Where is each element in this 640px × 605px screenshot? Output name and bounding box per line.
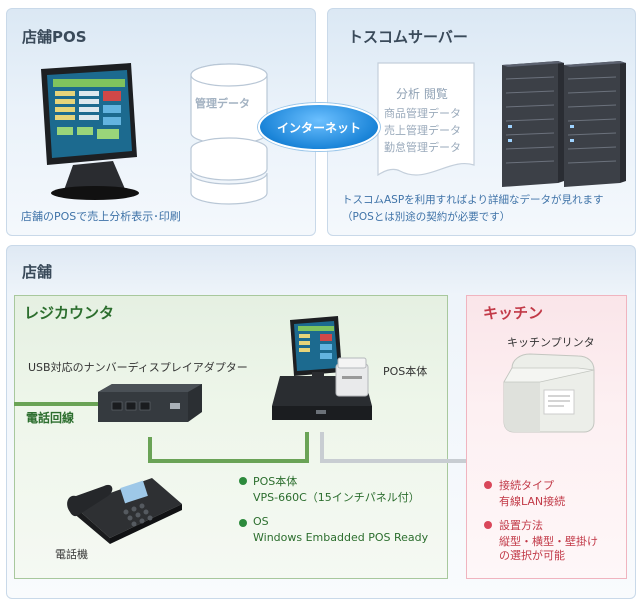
os-spec-bullet [239,519,247,527]
kitchen-box [466,295,627,579]
telephone-icon [67,478,182,544]
os-spec-heading: OS [253,515,269,528]
usb-adapter-label: USB対応のナンバーディスプレイアダプター [28,361,248,374]
install-spec-bullet [484,521,492,529]
server-rack-icon [502,61,626,187]
adapter-to-pos-line-v2 [305,432,309,463]
pos-main-label: POS本体 [383,365,428,378]
document-line-3: 勤怠管理データ [384,141,461,154]
os-spec-detail: Windows Embadded POS Ready [253,531,429,544]
register-counter-box [14,295,448,579]
pos-terminal-illustration [41,63,139,200]
server-caption-line-1: トスコムASPを利用すればより詳細なデータが見れます [342,194,604,206]
install-spec-detail-2: の選択が可能 [499,549,565,562]
pos-spec-bullet [239,477,247,485]
pos-to-printer-line-v1 [320,432,324,463]
install-spec-heading: 設置方法 [499,519,543,532]
document-icon [377,62,475,177]
adapter-to-pos-line-v1 [148,437,152,462]
document-heading: 分析 閲覧 [396,87,448,101]
store-pos-title: 店舗POS [22,28,87,46]
store-section-title: 店舗 [22,263,53,281]
database-icon [190,63,268,205]
pos-to-printer-line-h [320,459,550,463]
internet-bubble: インターネット [258,103,380,151]
receipt-printer-icon [335,357,369,397]
store-pos-caption: 店舗のPOSで売上分析表示･印刷 [21,210,181,223]
connection-spec-heading: 接続タイプ [499,479,554,492]
pos-spec-heading: POS本体 [253,475,298,488]
server-panel: トスコムサーバー 分析 閲覧 商品管理データ 売上管理データ 勤怠管理データ [327,8,636,236]
register-counter-title: レジカウンタ [24,304,115,322]
phone-line-connector [14,402,98,406]
pos-main-unit-icon [272,316,372,420]
server-title: トスコムサーバー [348,28,468,46]
connection-spec-detail: 有線LAN接続 [499,495,566,508]
kitchen-printer-icon [503,353,595,433]
document-line-2: 売上管理データ [384,124,461,137]
kitchen-title: キッチン [483,304,544,322]
database-label: 管理データ [195,97,250,110]
number-display-adapter-icon [98,384,202,422]
phone-label: 電話機 [55,548,88,561]
server-caption-line-2: （POSとは別途の契約が必要です） [342,211,511,223]
adapter-to-pos-line-h [148,459,308,463]
pos-spec-detail: VPS-660C（15インチパネル付） [253,491,420,504]
connection-spec-bullet [484,481,492,489]
kitchen-printer-label: キッチンプリンタ [507,336,595,349]
install-spec-detail: 縦型・横型・壁掛け [499,535,598,548]
document-line-1: 商品管理データ [384,107,461,120]
phone-line-label: 電話回線 [26,411,75,425]
